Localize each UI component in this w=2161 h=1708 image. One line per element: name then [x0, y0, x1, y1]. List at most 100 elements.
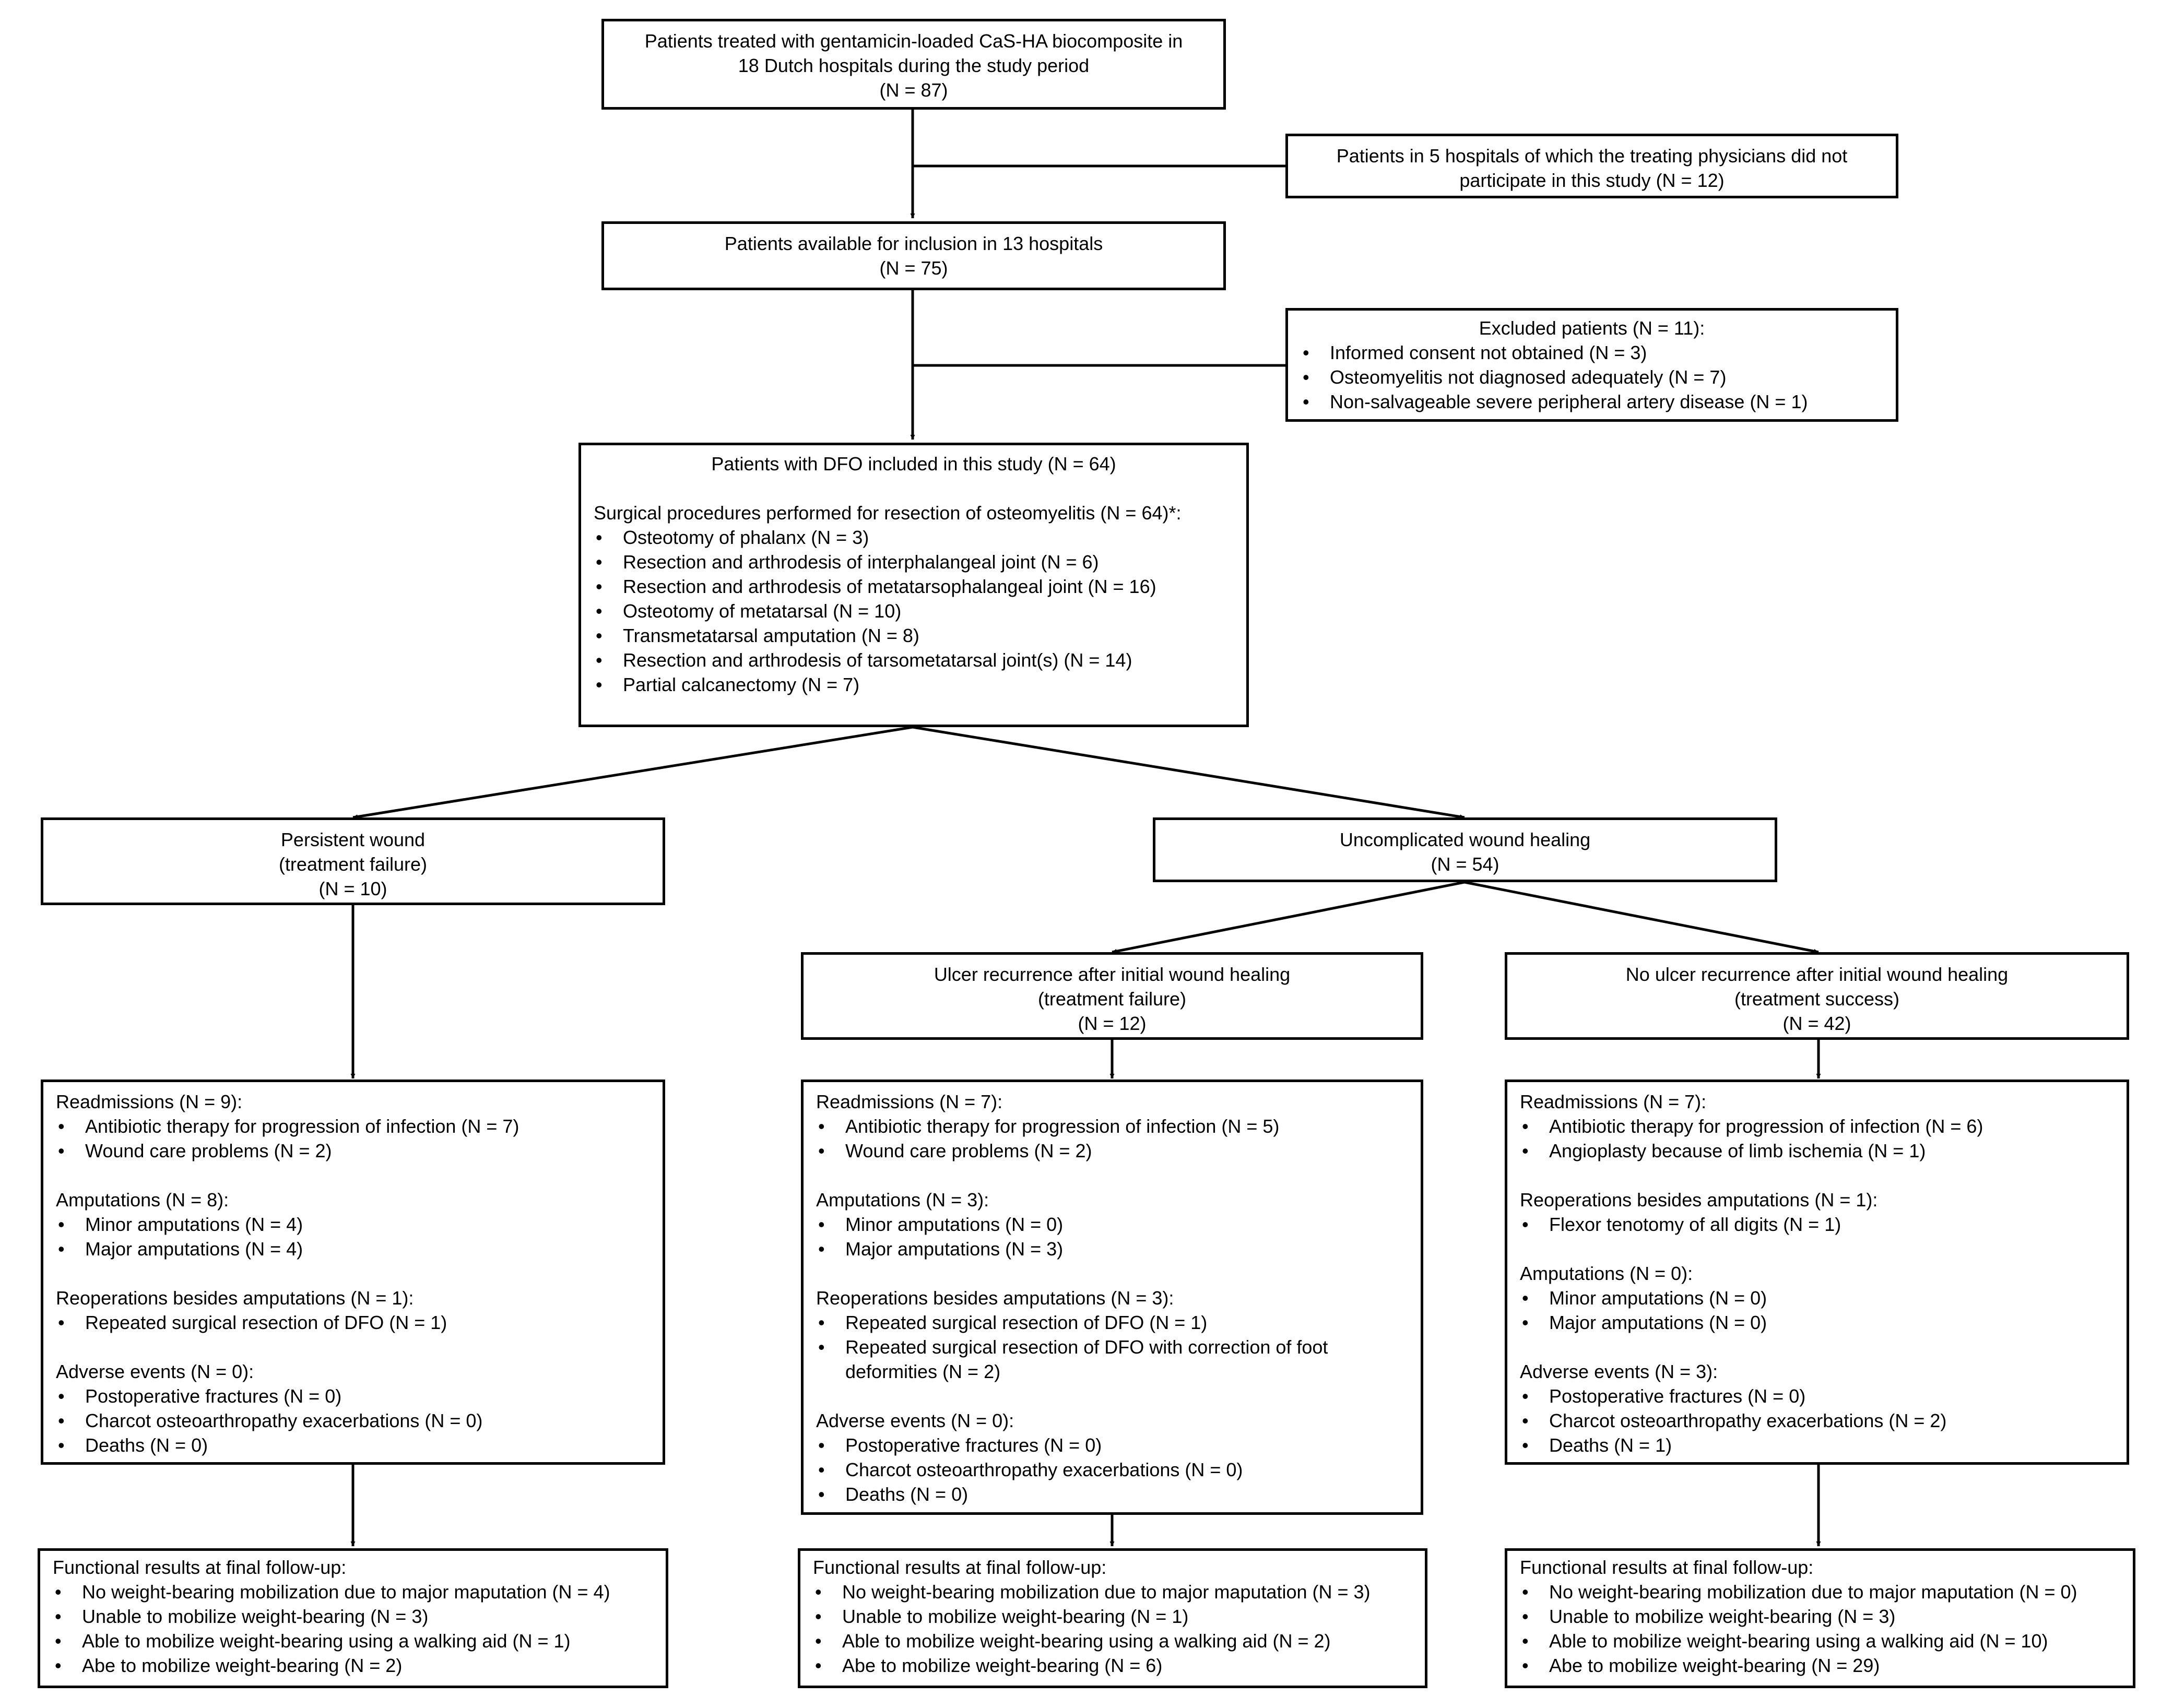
- list-item: No weight-bearing mobilization due to ma…: [1520, 1580, 2120, 1604]
- list-item: Able to mobilize weight-bearing using a …: [813, 1629, 1412, 1653]
- node-title: Patients with DFO included in this study…: [711, 453, 1116, 475]
- list-item: Antibiotic therapy for progression of in…: [1520, 1114, 2114, 1138]
- node-title: Excluded patients (N = 11):: [1479, 317, 1705, 339]
- node-title: Functional results at final follow-up:: [813, 1557, 1107, 1578]
- list-item: Abe to mobilize weight-bearing (N = 2): [53, 1653, 653, 1678]
- group-list: Postoperative fractures (N = 0) Charcot …: [1520, 1384, 2114, 1457]
- list-item: Deaths (N = 0): [56, 1433, 650, 1457]
- group-list: Repeated surgical resection of DFO (N = …: [56, 1310, 650, 1335]
- list-item: Osteotomy of phalanx (N = 3): [594, 525, 1234, 550]
- group-title: Reoperations besides amputations (N = 3)…: [816, 1287, 1174, 1309]
- node-text: (N = 12): [1078, 1013, 1147, 1034]
- node-list: No weight-bearing mobilization due to ma…: [53, 1580, 653, 1678]
- node-outcomes-persistent: Readmissions (N = 9): Antibiotic therapy…: [41, 1080, 665, 1465]
- list-item: Resection and arthrodesis of tarsometata…: [594, 648, 1234, 672]
- node-functional-persistent: Functional results at final follow-up: N…: [38, 1548, 668, 1688]
- node-persistent-wound: Persistent wound (treatment failure) (N …: [41, 817, 665, 905]
- group-title: Amputations (N = 8):: [56, 1189, 229, 1211]
- group-list: Antibiotic therapy for progression of in…: [816, 1114, 1408, 1163]
- node-ulcer-recurrence: Ulcer recurrence after initial wound hea…: [801, 952, 1423, 1040]
- node-list: Informed consent not obtained (N = 3) Os…: [1301, 340, 1883, 414]
- node-text: (treatment failure): [1037, 988, 1187, 1010]
- list-item: Unable to mobilize weight-bearing (N = 3…: [1520, 1604, 2120, 1629]
- list-item: Repeated surgical resection of DFO with …: [816, 1335, 1367, 1384]
- group-list: Repeated surgical resection of DFO (N = …: [816, 1310, 1408, 1384]
- node-list: No weight-bearing mobilization due to ma…: [1520, 1580, 2120, 1678]
- node-text: Patients in 5 hospitals of which the tre…: [1336, 145, 1848, 167]
- list-item: Able to mobilize weight-bearing using a …: [53, 1629, 653, 1653]
- list-item: Wound care problems (N = 2): [816, 1138, 1408, 1163]
- node-text: Patients treated with gentamicin-loaded …: [644, 30, 1183, 52]
- list-item: Partial calcanectomy (N = 7): [594, 672, 1234, 697]
- list-item: Repeated surgical resection of DFO (N = …: [56, 1310, 650, 1335]
- edge-included-to-persistent: [352, 726, 913, 820]
- list-item: Minor amputations (N = 0): [816, 1212, 1408, 1237]
- node-title: Functional results at final follow-up:: [53, 1557, 347, 1578]
- list-item: Unable to mobilize weight-bearing (N = 3…: [53, 1604, 653, 1629]
- node-text: (treatment failure): [278, 853, 428, 875]
- node-text: (N = 87): [879, 79, 948, 101]
- list-item: Osteotomy of metatarsal (N = 10): [594, 599, 1234, 623]
- list-item: Flexor tenotomy of all digits (N = 1): [1520, 1212, 2114, 1237]
- list-item: Minor amputations (N = 0): [1520, 1286, 2114, 1310]
- node-list: No weight-bearing mobilization due to ma…: [813, 1580, 1412, 1678]
- group-list: Minor amputations (N = 0) Major amputati…: [1520, 1286, 2114, 1335]
- list-item: Postoperative fractures (N = 0): [56, 1384, 650, 1408]
- list-item: Resection and arthrodesis of metatarsoph…: [594, 574, 1234, 599]
- list-item: Major amputations (N = 0): [1520, 1310, 2114, 1335]
- group-title: Readmissions (N = 7):: [816, 1091, 1003, 1112]
- list-item: Wound care problems (N = 2): [56, 1138, 650, 1163]
- node-text: No ulcer recurrence after initial wound …: [1625, 964, 2009, 985]
- list-item: Osteomyelitis not diagnosed adequately (…: [1301, 365, 1883, 389]
- list-item: Non-salvageable severe peripheral artery…: [1301, 389, 1883, 414]
- node-outcomes-no-recurrence: Readmissions (N = 7): Antibiotic therapy…: [1505, 1080, 2129, 1465]
- node-text: Patients available for inclusion in 13 h…: [724, 233, 1103, 254]
- node-functional-recurrence: Functional results at final follow-up: N…: [798, 1548, 1427, 1688]
- group-title: Readmissions (N = 9):: [56, 1091, 243, 1112]
- list-item: Deaths (N = 0): [816, 1482, 1408, 1507]
- node-text: (N = 54): [1431, 853, 1499, 875]
- group-title: Reoperations besides amputations (N = 1)…: [1520, 1189, 1878, 1211]
- group-title: Amputations (N = 0):: [1520, 1263, 1693, 1284]
- group-title: Adverse events (N = 0):: [56, 1361, 254, 1382]
- node-subtitle: Surgical procedures performed for resect…: [594, 502, 1182, 524]
- group-title: Amputations (N = 3):: [816, 1189, 989, 1211]
- list-item: Major amputations (N = 4): [56, 1237, 650, 1261]
- group-list: Postoperative fractures (N = 0) Charcot …: [56, 1384, 650, 1457]
- node-functional-no-recurrence: Functional results at final follow-up: N…: [1505, 1548, 2135, 1688]
- list-item: Antibiotic therapy for progression of in…: [56, 1114, 650, 1138]
- list-item: Repeated surgical resection of DFO (N = …: [816, 1310, 1408, 1335]
- list-item: Postoperative fractures (N = 0): [816, 1433, 1408, 1457]
- group-title: Adverse events (N = 0):: [816, 1410, 1014, 1431]
- node-text: 18 Dutch hospitals during the study peri…: [738, 55, 1090, 76]
- node-text: (N = 75): [879, 257, 948, 279]
- node-excluded-hospitals: Patients in 5 hospitals of which the tre…: [1285, 134, 1898, 198]
- group-title: Reoperations besides amputations (N = 1)…: [56, 1287, 414, 1309]
- node-available: Patients available for inclusion in 13 h…: [601, 221, 1226, 290]
- node-text: (N = 10): [318, 878, 387, 899]
- list-item: Charcot osteoarthropathy exacerbations (…: [56, 1408, 650, 1433]
- edge-included-to-uncomplicated: [912, 726, 1465, 819]
- group-list: Antibiotic therapy for progression of in…: [1520, 1114, 2114, 1163]
- node-uncomplicated-healing: Uncomplicated wound healing (N = 54): [1153, 817, 1777, 882]
- group-list: Minor amputations (N = 0) Major amputati…: [816, 1212, 1408, 1261]
- node-no-ulcer-recurrence: No ulcer recurrence after initial wound …: [1505, 952, 2129, 1040]
- list-item: Abe to mobilize weight-bearing (N = 6): [813, 1653, 1412, 1678]
- list-item: No weight-bearing mobilization due to ma…: [53, 1580, 653, 1604]
- group-list: Postoperative fractures (N = 0) Charcot …: [816, 1433, 1408, 1507]
- group-list: Minor amputations (N = 4) Major amputati…: [56, 1212, 650, 1261]
- list-item: Transmetatarsal amputation (N = 8): [594, 623, 1234, 648]
- node-list: Osteotomy of phalanx (N = 3) Resection a…: [594, 525, 1234, 697]
- group-title: Readmissions (N = 7):: [1520, 1091, 1707, 1112]
- node-text: Uncomplicated wound healing: [1339, 829, 1591, 850]
- node-text: participate in this study (N = 12): [1459, 170, 1725, 191]
- group-title: Adverse events (N = 3):: [1520, 1361, 1718, 1382]
- list-item: Resection and arthrodesis of interphalan…: [594, 550, 1234, 574]
- list-item: Informed consent not obtained (N = 3): [1301, 340, 1883, 365]
- node-title: Functional results at final follow-up:: [1520, 1557, 1814, 1578]
- edge-uncomplicated-to-recurrence: [1112, 881, 1465, 954]
- node-included: Patients with DFO included in this study…: [578, 443, 1249, 727]
- node-outcomes-recurrence: Readmissions (N = 7): Antibiotic therapy…: [801, 1080, 1423, 1515]
